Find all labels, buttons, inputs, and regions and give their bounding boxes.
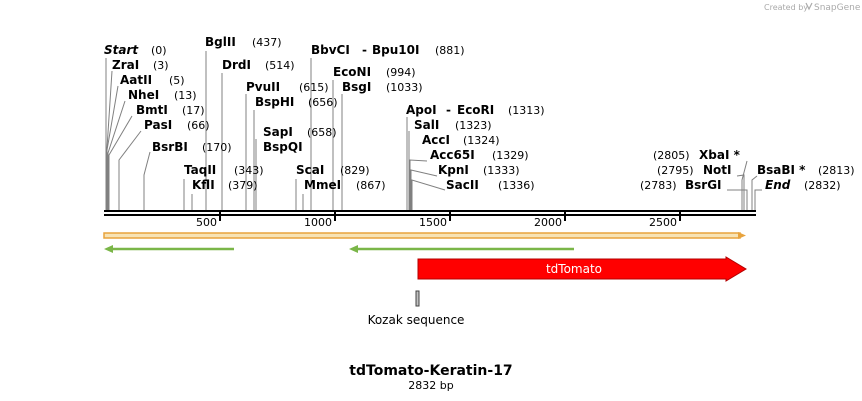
snapgene-credit: Created by SnapGene: [764, 2, 861, 13]
site-name: NotI: [703, 163, 732, 177]
site-name: DrdI: [222, 58, 251, 72]
site-name: SapI: [263, 125, 293, 139]
site-name: BbvCI: [311, 43, 350, 57]
site-position: (0): [151, 44, 167, 57]
site-name: SacII: [446, 178, 479, 192]
site-name: ZraI: [112, 58, 139, 72]
site-name: Acc65I: [430, 148, 475, 162]
site-position: (1313): [508, 104, 545, 117]
site-position: (881): [435, 44, 465, 57]
site-position: (13): [174, 89, 197, 102]
site-position: (514): [265, 59, 295, 72]
site-position: (1033): [386, 81, 423, 94]
site-name: BsgI: [342, 80, 371, 94]
site-name: ApoI: [406, 103, 437, 117]
enzyme-labels: Start (0) ZraI (3) AatII (5) NheI (13) B…: [104, 35, 855, 192]
site-name: SalI: [414, 118, 439, 132]
ruler-tick-label: 500: [196, 216, 217, 229]
site-name: BspHI: [255, 95, 294, 109]
site-position: (2783): [640, 179, 677, 192]
site-position: (1333): [483, 164, 520, 177]
site-position: (2795): [657, 164, 694, 177]
site-position: (5): [169, 74, 185, 87]
site-position: (829): [340, 164, 370, 177]
credit-prefix: Created by: [764, 3, 808, 12]
site-position: (3): [153, 59, 169, 72]
orf-bar: [103, 232, 746, 239]
site-name: BglII: [205, 35, 236, 49]
snapgene-logo-icon: [805, 2, 813, 11]
site-position: (615): [299, 81, 329, 94]
site-name: TaqII: [184, 163, 216, 177]
site-name: MmeI: [304, 178, 341, 192]
site-name: EcoNI: [333, 65, 371, 79]
green-orfs: [104, 245, 574, 253]
backbone: [104, 210, 756, 216]
site-name: PvuII: [246, 80, 280, 94]
site-name: KflI: [192, 178, 215, 192]
site-name: BsrBI: [152, 140, 188, 154]
tdtomato-label: tdTomato: [546, 262, 602, 276]
site-name: BsrGI: [685, 178, 722, 192]
site-name: PasI: [144, 118, 172, 132]
ruler-tick-label: 2000: [534, 216, 562, 229]
site-name: Start: [104, 43, 139, 57]
site-name: BspQI: [263, 140, 303, 154]
site-position: (379): [228, 179, 258, 192]
site-position: (2805): [653, 149, 690, 162]
site-position: (1329): [492, 149, 529, 162]
site-position: (170): [202, 141, 232, 154]
site-position: (1324): [463, 134, 500, 147]
site-position: (658): [307, 126, 337, 139]
site-name: AccI: [422, 133, 450, 147]
site-name: KpnI: [438, 163, 469, 177]
site-name: -: [446, 103, 451, 117]
site-name: NheI: [128, 88, 159, 102]
ruler-tick-label: 1500: [419, 216, 447, 229]
credit-brand: SnapGene: [814, 3, 861, 13]
site-name: -: [362, 43, 367, 57]
site-name: XbaI *: [699, 148, 741, 162]
site-position: (2832): [804, 179, 841, 192]
kozak-feature[interactable]: Kozak sequence: [368, 290, 465, 327]
site-name: BsaBI *: [757, 163, 806, 177]
plasmid-length: 2832 bp: [408, 379, 453, 392]
site-position: (1336): [498, 179, 535, 192]
site-position: (867): [356, 179, 386, 192]
site-name: End: [765, 178, 791, 192]
site-position: (1323): [455, 119, 492, 132]
site-name: AatII: [120, 73, 152, 87]
ruler-tick-label: 2500: [649, 216, 677, 229]
ruler-tick-label: 1000: [304, 216, 332, 229]
site-leader-lines: [105, 51, 762, 210]
site-position: (17): [182, 104, 205, 117]
site-position: (2813): [818, 164, 855, 177]
site-position: (66): [187, 119, 210, 132]
site-name: BmtI: [136, 103, 168, 117]
site-position: (343): [234, 164, 264, 177]
site-name: EcoRI: [457, 103, 494, 117]
site-name: Bpu10I: [372, 43, 419, 57]
ruler: 500 1000 1500 2000 2500: [196, 212, 681, 229]
kozak-label: Kozak sequence: [368, 313, 465, 327]
site-position: (437): [252, 36, 282, 49]
plasmid-title: tdTomato-Keratin-17: [349, 363, 512, 379]
site-position: (656): [308, 96, 338, 109]
site-position: (994): [386, 66, 416, 79]
site-name: ScaI: [296, 163, 324, 177]
tdtomato-feature[interactable]: tdTomato: [417, 256, 747, 282]
